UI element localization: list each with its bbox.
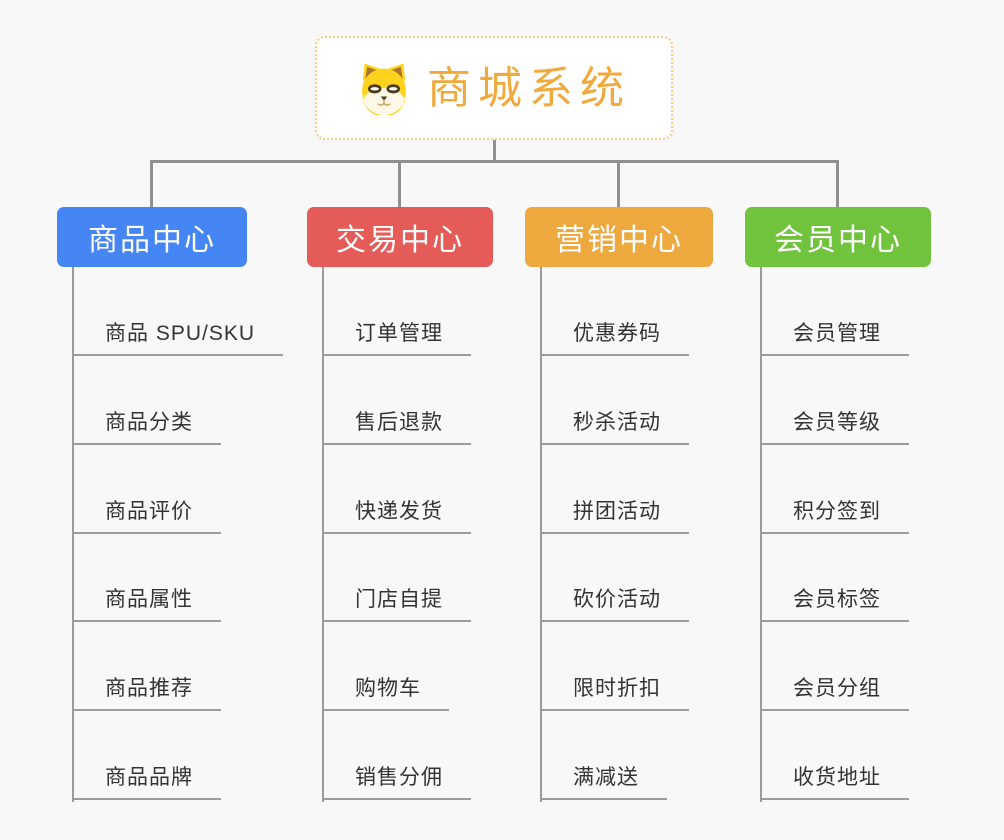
leaf-node[interactable]: 售后退款: [322, 411, 471, 445]
leaf-node[interactable]: 优惠券码: [540, 322, 689, 356]
branch-node-member[interactable]: 会员中心: [745, 207, 931, 267]
root-title: 商城系统: [427, 64, 631, 113]
leaf-node[interactable]: 快递发货: [322, 500, 471, 534]
dog-face-icon: [362, 63, 406, 115]
root-node[interactable]: 商城系统: [315, 36, 673, 140]
leaf-node[interactable]: 拼团活动: [540, 500, 689, 534]
leaf-node[interactable]: 商品 SPU/SKU: [72, 322, 284, 356]
connector-drop-2: [398, 160, 401, 207]
leaf-node[interactable]: 购物车: [322, 677, 449, 711]
leaf-node[interactable]: 商品属性: [72, 588, 221, 622]
branch-node-trade[interactable]: 交易中心: [307, 207, 493, 267]
connector-drop-1: [150, 160, 153, 207]
leaf-node[interactable]: 砍价活动: [540, 588, 689, 622]
connector-root-drop: [493, 140, 496, 161]
leaf-node[interactable]: 商品分类: [72, 411, 221, 445]
leaf-node[interactable]: 积分签到: [760, 500, 909, 534]
leaf-node[interactable]: 订单管理: [322, 322, 471, 356]
leaf-node[interactable]: 门店自提: [322, 588, 471, 622]
leaf-node[interactable]: 限时折扣: [540, 677, 689, 711]
connector-drop-3: [617, 160, 620, 207]
branch-spine-line: [72, 267, 74, 802]
branch-member: 会员中心会员管理会员等级积分签到会员标签会员分组收货地址: [745, 207, 931, 802]
branch-goods: 商品中心商品 SPU/SKU 商品分类商品评价商品属性商品推荐商品品牌: [57, 207, 284, 802]
branch-spine-line: [760, 267, 762, 802]
leaf-node[interactable]: 销售分佣: [322, 766, 471, 800]
leaf-node[interactable]: 会员等级: [760, 411, 909, 445]
leaf-node[interactable]: 商品评价: [72, 500, 221, 534]
leaf-node[interactable]: 会员管理: [760, 322, 909, 356]
branch-marketing: 营销中心优惠券码秒杀活动拼团活动砍价活动限时折扣满减送: [525, 207, 713, 802]
leaf-node[interactable]: 秒杀活动: [540, 411, 689, 445]
leaf-node[interactable]: 会员分组: [760, 677, 909, 711]
leaf-node[interactable]: 收货地址: [760, 766, 909, 800]
leaf-node[interactable]: 满减送: [540, 766, 667, 800]
leaf-node[interactable]: 商品品牌: [72, 766, 221, 800]
connector-bus: [150, 160, 839, 163]
branch-spine-line: [322, 267, 324, 802]
branch-trade: 交易中心订单管理售后退款快递发货门店自提购物车销售分佣: [307, 207, 493, 802]
branch-node-goods[interactable]: 商品中心: [57, 207, 247, 267]
connector-drop-4: [836, 160, 839, 207]
branch-spine-line: [540, 267, 542, 802]
leaf-node[interactable]: 会员标签: [760, 588, 909, 622]
branch-node-marketing[interactable]: 营销中心: [525, 207, 713, 267]
leaf-node[interactable]: 商品推荐: [72, 677, 221, 711]
